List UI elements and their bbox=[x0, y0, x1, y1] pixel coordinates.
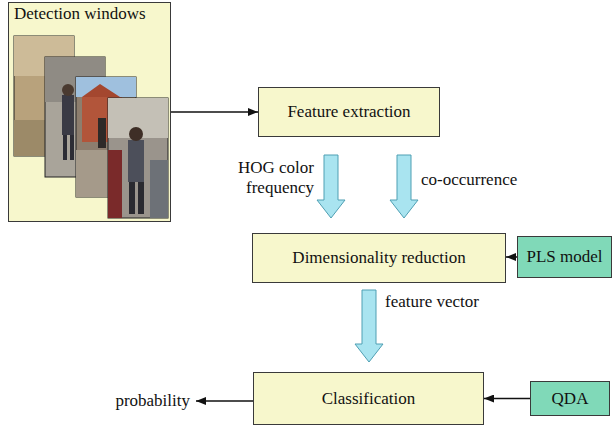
process-box: Dimensionality reduction bbox=[252, 233, 506, 283]
node-label: PLS model bbox=[526, 247, 602, 267]
edge-label: co-occurrence bbox=[421, 170, 551, 190]
photo-4 bbox=[108, 98, 168, 218]
block-arrow bbox=[355, 290, 383, 362]
model-box: PLS model bbox=[517, 236, 612, 278]
node-label: Feature extraction bbox=[287, 102, 410, 122]
connector-arrow bbox=[484, 398, 530, 400]
process-box: Feature extraction bbox=[258, 87, 440, 137]
input-panel: Detection windows bbox=[8, 2, 171, 222]
model-box: QDA bbox=[530, 381, 610, 416]
node-label: Detection windows bbox=[14, 4, 146, 24]
connector-arrow bbox=[506, 256, 517, 258]
node-label: Classification bbox=[322, 389, 415, 409]
node-label: QDA bbox=[552, 389, 589, 409]
edge-label: feature vector bbox=[385, 292, 505, 312]
process-box: Classification bbox=[253, 372, 484, 425]
block-arrow bbox=[317, 155, 345, 218]
block-arrow bbox=[390, 155, 418, 218]
edge-label: HOG color frequency bbox=[176, 158, 314, 197]
connector-arrow bbox=[171, 111, 258, 113]
panel-fill bbox=[8, 2, 171, 222]
output-arrow bbox=[196, 400, 253, 402]
output-label: probability bbox=[60, 391, 190, 411]
node-label: Dimensionality reduction bbox=[292, 248, 465, 268]
